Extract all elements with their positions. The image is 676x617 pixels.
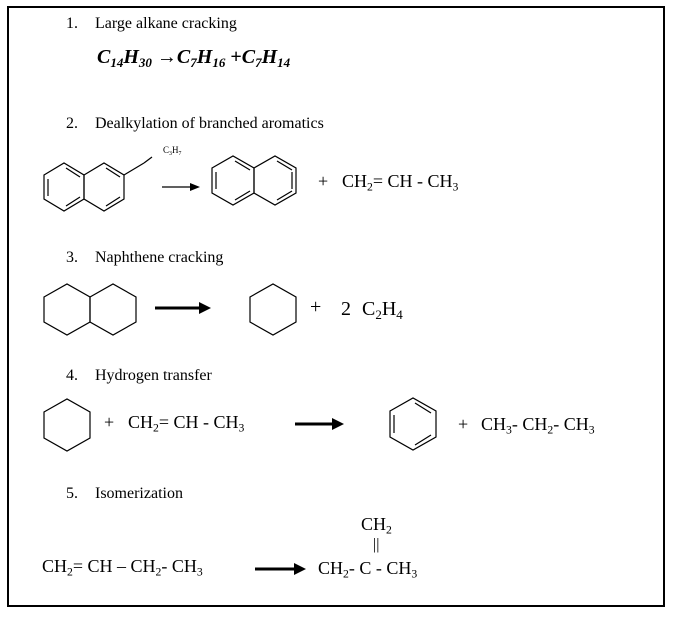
butene-formula: CH2= CH – CH2- CH3 [42, 556, 203, 579]
isobutene-formula: CH2- C - CH3 [318, 558, 418, 581]
isobutene-double-bond: || [373, 536, 380, 553]
reaction-3-title: Naphthene cracking [95, 249, 224, 266]
propane-formula: CH3- CH2- CH3 [481, 414, 595, 437]
reaction-1-arrow: → [156, 46, 177, 68]
reaction-3-number: 3. [66, 249, 78, 266]
reaction-2-plus: + [318, 171, 329, 191]
reaction-1-number: 1. [66, 15, 78, 32]
reaction-4-title: Hydrogen transfer [95, 367, 212, 384]
reaction-2-number: 2. [66, 115, 78, 132]
reaction-1-equation: C14H30 →C7H16 +C7H14 [97, 46, 290, 69]
reaction-1-title: Large alkane cracking [95, 15, 237, 32]
isobutene-top-group: CH2 [361, 514, 392, 537]
reaction-1-plus: + [230, 46, 242, 68]
reaction-5-number: 5. [66, 485, 78, 502]
diagram-frame [7, 6, 665, 607]
c14h30-formula: C14H30 [97, 46, 152, 70]
reaction-4-plus-1: + [104, 412, 115, 432]
reaction-4-number: 4. [66, 367, 78, 384]
reaction-2-title: Dealkylation of branched aromatics [95, 115, 324, 132]
reaction-4-plus-2: + [458, 414, 469, 434]
reaction-3-plus: + [310, 296, 322, 318]
propylene-formula: CH2= CH - CH3 [342, 171, 459, 194]
propyl-substituent-label: C3H7 [163, 145, 182, 157]
c7h16-formula: C7H16 [176, 46, 226, 70]
ethylene-coefficient: 2 [341, 298, 351, 320]
c7h14-formula: C7H14 [241, 46, 291, 70]
reaction-5-title: Isomerization [95, 485, 183, 502]
propylene-reactant-formula: CH2= CH - CH3 [128, 412, 245, 435]
ethylene-formula: C2H4 [362, 298, 403, 322]
